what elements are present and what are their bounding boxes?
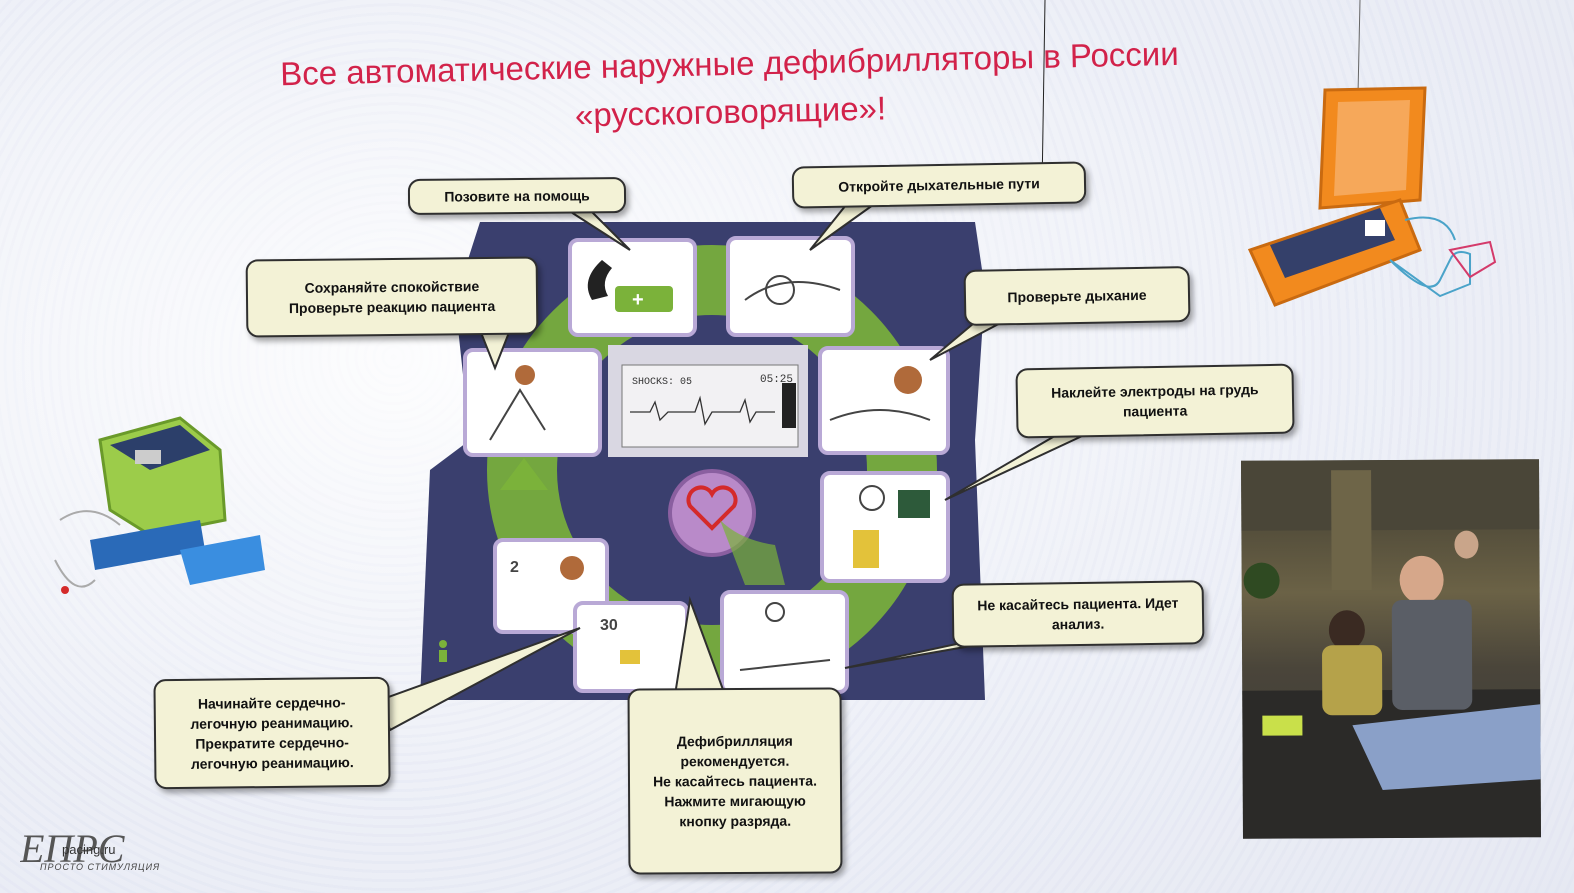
battery-indicator xyxy=(782,383,796,428)
photo-rescuer-head xyxy=(1399,555,1444,604)
callout-open-airway: Откройте дыхательные пути xyxy=(791,161,1087,209)
callout-dont-touch: Не касайтесь пациента. Идет анализ. xyxy=(951,580,1205,648)
heart-icon xyxy=(686,485,738,531)
callout-start-cpr-text: Начинайте сердечно- легочную реанимацию.… xyxy=(190,694,354,772)
photo-bystander xyxy=(1454,530,1479,559)
aed-small-screen xyxy=(135,450,161,464)
callout-stay-calm-text: Сохраняйте спокойствие Проверьте реакцию… xyxy=(288,278,496,317)
projector-line xyxy=(1041,0,1046,191)
callout-start-cpr: Начинайте сердечно- легочную реанимацию.… xyxy=(153,676,391,790)
aed-pad-blue xyxy=(1389,251,1471,298)
callout-check-breathing-text: Проверьте дыхание xyxy=(1007,286,1147,306)
shock-button xyxy=(668,469,785,585)
aed-connector xyxy=(61,586,69,594)
ambulance-icon xyxy=(615,286,673,312)
callout-call-help-text: Позовите на помощь xyxy=(444,187,590,205)
ecg-trace xyxy=(630,395,775,426)
callout-dont-touch-text: Не касайтесь пациента. Идет анализ. xyxy=(977,594,1179,633)
callout-defib-advised: Дефибрилляция рекомендуется. Не касайтес… xyxy=(627,687,843,875)
callout-defib-advised-text: Дефибрилляция рекомендуется. Не касайтес… xyxy=(653,732,817,830)
photo-patient xyxy=(1352,704,1541,791)
aed-cable xyxy=(1404,216,1456,241)
projector-line-2 xyxy=(1357,0,1361,96)
aed-pad-2 xyxy=(180,535,265,585)
tile-check-breathing xyxy=(818,346,950,455)
callout-call-help: Позовите на помощь xyxy=(407,177,627,215)
up-arrow-icon xyxy=(500,458,548,490)
callout-attach-pads-text: Наклейте электроды на грудь пациента xyxy=(1051,381,1259,420)
watermark-tagline: ПРОСТО СТИМУЛЯЦИЯ xyxy=(40,862,161,872)
watermark-site: pacing.ru xyxy=(62,842,116,857)
phone-icon xyxy=(587,260,612,300)
aed-pictogram xyxy=(1365,220,1385,236)
tile-open-airway xyxy=(726,236,855,337)
tile-attach-pads xyxy=(820,471,950,583)
hand-pointer-icon xyxy=(720,520,785,585)
photo-doorway xyxy=(1331,470,1372,591)
photo-aed xyxy=(1262,715,1303,736)
aed-screen xyxy=(621,364,799,448)
logo-letters: ЕПРС xyxy=(20,826,126,871)
aed-panel-screen xyxy=(1270,208,1395,278)
cpr-photo xyxy=(1241,459,1541,839)
callout-check-breathing: Проверьте дыхание xyxy=(963,266,1191,326)
tile-check-response xyxy=(463,348,602,457)
callout-attach-pads: Наклейте электроды на грудь пациента xyxy=(1015,363,1295,439)
shocks-readout: SHOCKS: 05 xyxy=(632,377,692,388)
svg-text:+: + xyxy=(632,289,644,311)
aed-cables xyxy=(54,510,121,588)
green-aed-device xyxy=(54,416,265,594)
aed-pad-1 xyxy=(90,520,205,570)
watermark-logo: ЕПРС xyxy=(20,826,126,871)
tile-dont-touch xyxy=(720,590,849,694)
tile-call-help: + xyxy=(568,238,697,337)
callout-stay-calm: Сохраняйте спокойствие Проверьте реакцию… xyxy=(245,256,539,338)
callout-open-airway-text: Откройте дыхательные пути xyxy=(838,175,1040,195)
breaths-count: 2 xyxy=(510,559,519,576)
photo-rescuer-body xyxy=(1391,599,1473,710)
compressions-count: 30 xyxy=(600,617,618,634)
aed-lid-inner xyxy=(1334,100,1410,196)
person-icon xyxy=(439,640,447,648)
photo-plant xyxy=(1243,562,1280,599)
aed-pad-pink xyxy=(1448,240,1497,279)
photo-rescuer2-head xyxy=(1328,610,1365,651)
photo-rescuer2-body xyxy=(1322,645,1383,716)
orange-aed-device xyxy=(1247,86,1497,307)
